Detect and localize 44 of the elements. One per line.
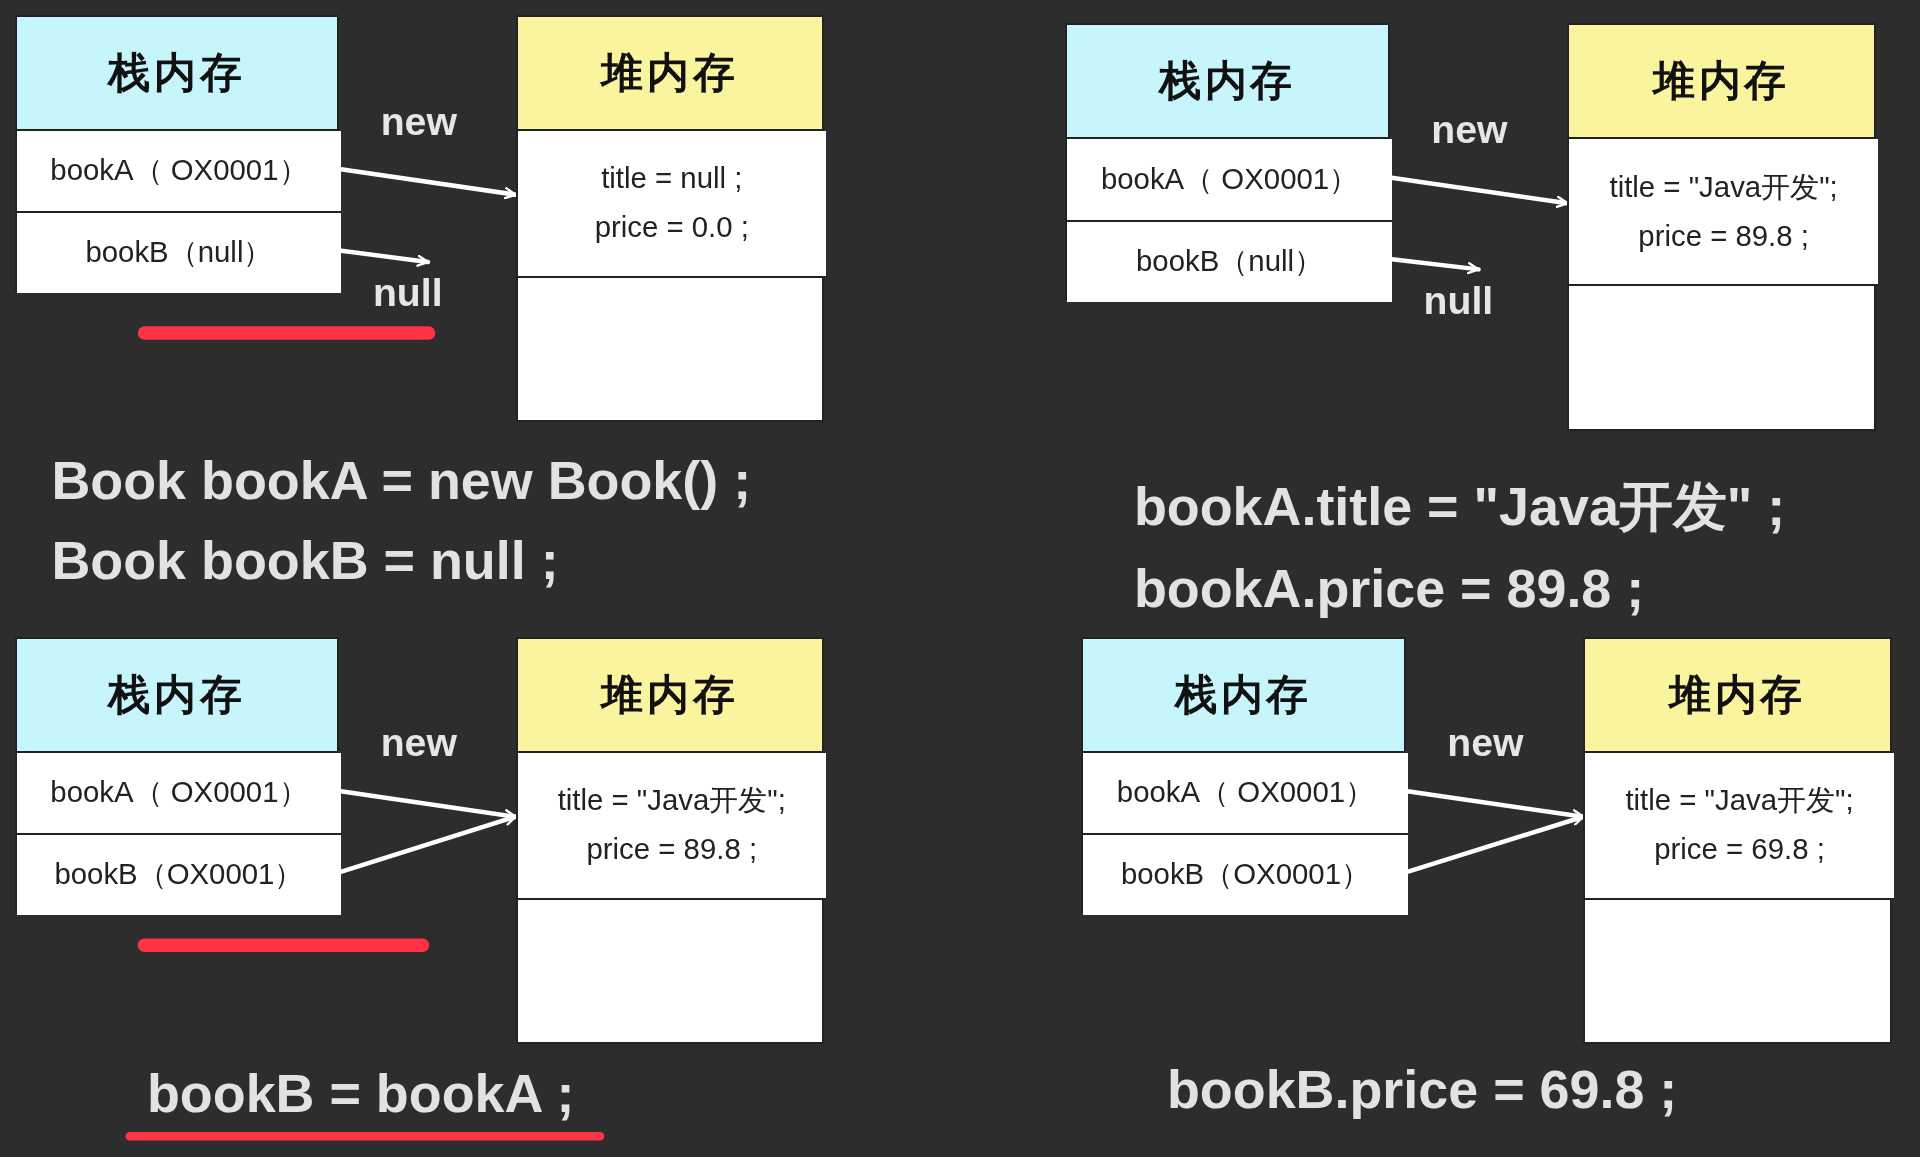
code-statement: bookA.price = 89.8 ; bbox=[1133, 556, 1645, 619]
stack-memory-table bbox=[14, 14, 340, 292]
code-statement: Book bookB = null ; bbox=[51, 528, 559, 591]
heap-memory-table bbox=[515, 14, 825, 423]
field-value-text: price = 89.8 ; bbox=[1638, 217, 1809, 254]
field-value-text: title = "Java开发"; bbox=[557, 782, 786, 819]
field-value-text: title = null ; bbox=[601, 160, 743, 197]
stack-memory-table bbox=[1081, 636, 1406, 914]
stack-memory-table bbox=[1065, 23, 1390, 300]
field-value-text: price = 69.8 ; bbox=[1654, 831, 1825, 868]
field-value-text: price = 89.8 ; bbox=[586, 831, 758, 868]
variable-cell: bookB（null） bbox=[16, 211, 342, 294]
edge-label: new bbox=[380, 721, 457, 766]
heap-memory-table bbox=[1567, 23, 1876, 431]
field-value-text: title = "Java开发"; bbox=[1609, 168, 1838, 205]
variable-cell: bookB（OX0001） bbox=[16, 833, 342, 916]
field-values-cell bbox=[517, 752, 827, 900]
header-cell: 栈内存 bbox=[1083, 638, 1404, 753]
header-cell: 堆内存 bbox=[517, 16, 823, 131]
edge-label: new bbox=[1447, 721, 1524, 766]
edge-label: new bbox=[380, 100, 457, 145]
field-values-cell bbox=[517, 130, 827, 278]
field-values-cell bbox=[1569, 139, 1878, 287]
heap-memory-table bbox=[515, 636, 825, 1045]
header-cell: 堆内存 bbox=[1585, 638, 1890, 753]
null-value-text: null bbox=[1417, 269, 1499, 326]
header-cell: 堆内存 bbox=[1569, 25, 1874, 140]
code-statement: Book bookA = new Book() ; bbox=[51, 449, 752, 511]
null-value-text: null bbox=[367, 262, 449, 319]
heap-memory-table bbox=[1583, 636, 1892, 1045]
field-value-text: title = "Java开发"; bbox=[1625, 782, 1854, 819]
code-statement: bookA.title = "Java开发" ; bbox=[1133, 474, 1786, 538]
header-cell: 栈内存 bbox=[16, 638, 338, 753]
stack-memory-table bbox=[14, 636, 340, 914]
code-statement: bookB.price = 69.8 ; bbox=[1166, 1057, 1678, 1120]
header-cell: 栈内存 bbox=[1067, 25, 1388, 140]
variable-cell: bookB（OX0001） bbox=[1083, 833, 1408, 916]
edge-label: new bbox=[1431, 107, 1508, 152]
field-value-text: price = 0.0 ; bbox=[594, 209, 749, 246]
header-cell: 堆内存 bbox=[517, 638, 823, 753]
field-values-cell bbox=[1585, 752, 1894, 900]
header-cell: 栈内存 bbox=[16, 16, 338, 131]
code-statement: bookB = bookA ; bbox=[146, 1062, 575, 1125]
variable-cell: bookB（null） bbox=[1067, 219, 1392, 302]
